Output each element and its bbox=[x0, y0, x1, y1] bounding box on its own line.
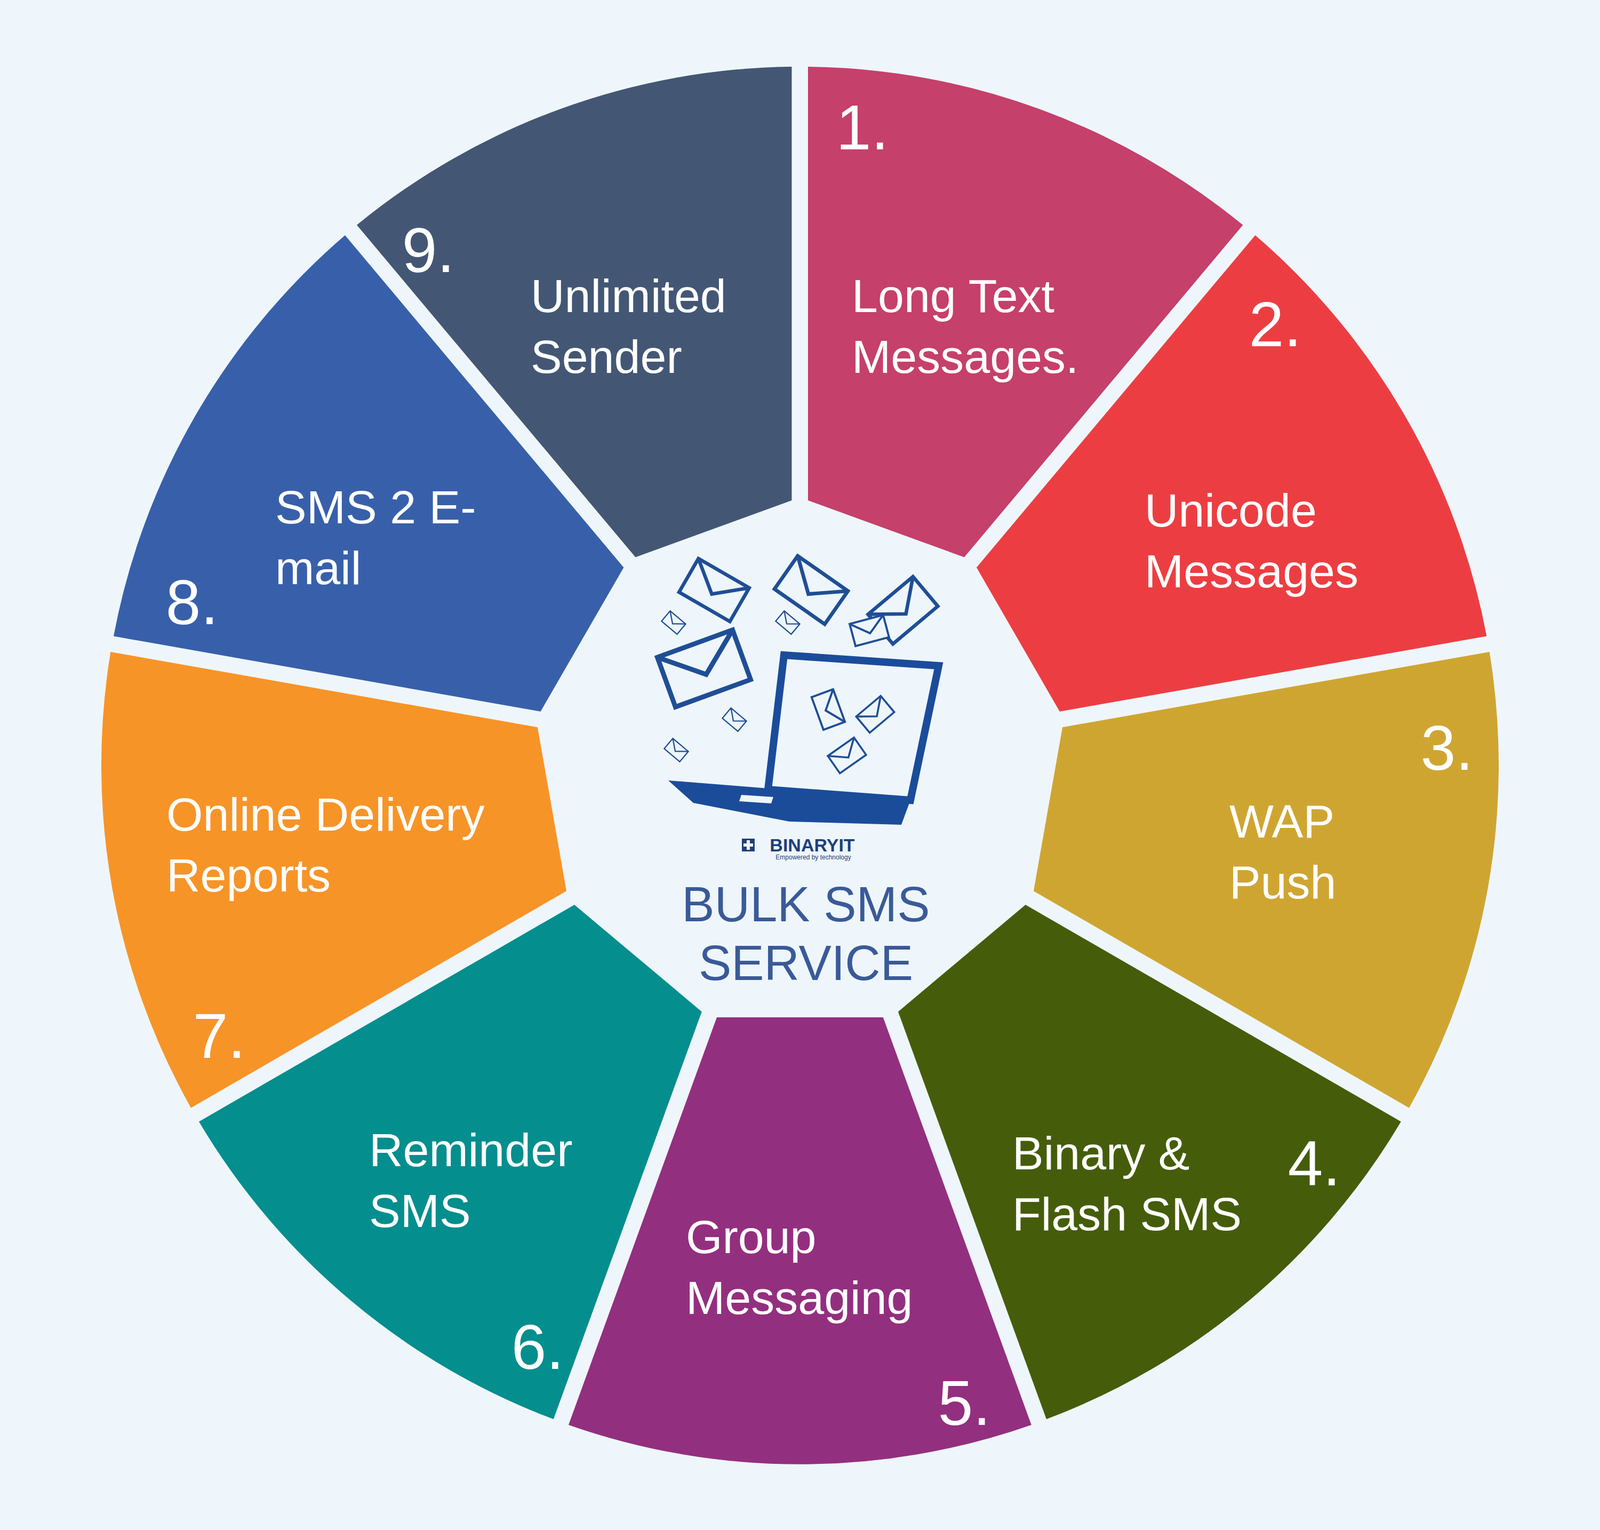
callout-number: 1. bbox=[836, 96, 889, 159]
feature-label: Group Messaging bbox=[685, 1206, 942, 1329]
brand-tagline: Empowered by technology bbox=[760, 853, 867, 861]
segment-fill bbox=[101, 651, 567, 1108]
feature-label: Long Text Messages. bbox=[851, 265, 1108, 388]
feature-segment: 9. Unlimited Sender bbox=[355, 65, 794, 559]
logo-mark bbox=[741, 838, 755, 852]
feature-label: Unlimited Sender bbox=[530, 265, 776, 388]
feature-label: WAP Push bbox=[1229, 790, 1384, 914]
callout-number: 7. bbox=[193, 1004, 246, 1068]
segment-shape bbox=[975, 234, 1488, 713]
feature-label: Unicode Messages bbox=[1144, 480, 1422, 603]
callout-number: 9. bbox=[402, 218, 455, 282]
callout-number: 5. bbox=[938, 1371, 991, 1435]
brand-name: BINARYIT bbox=[753, 835, 871, 855]
callout-number: 2. bbox=[1249, 292, 1302, 356]
center-title: BULK SMS SERVICE bbox=[667, 874, 945, 993]
segment-fill bbox=[976, 235, 1487, 712]
segment-fill bbox=[356, 66, 792, 558]
feature-label: Reminder SMS bbox=[369, 1119, 599, 1242]
callout-number: 4. bbox=[1288, 1131, 1341, 1195]
feature-segment: 7. Online Delivery Reports bbox=[100, 650, 568, 1109]
callout-number: 8. bbox=[165, 570, 219, 634]
callout-number: 3. bbox=[1420, 716, 1474, 780]
feature-label: Binary & Flash SMS bbox=[1012, 1122, 1269, 1245]
envelope-icons bbox=[657, 555, 939, 773]
feature-label: SMS 2 E-mail bbox=[275, 476, 500, 599]
callout-number: 6. bbox=[511, 1315, 564, 1379]
feature-segment: 2. Unicode Messages bbox=[975, 234, 1488, 713]
feature-label: Online Delivery Reports bbox=[166, 784, 535, 907]
